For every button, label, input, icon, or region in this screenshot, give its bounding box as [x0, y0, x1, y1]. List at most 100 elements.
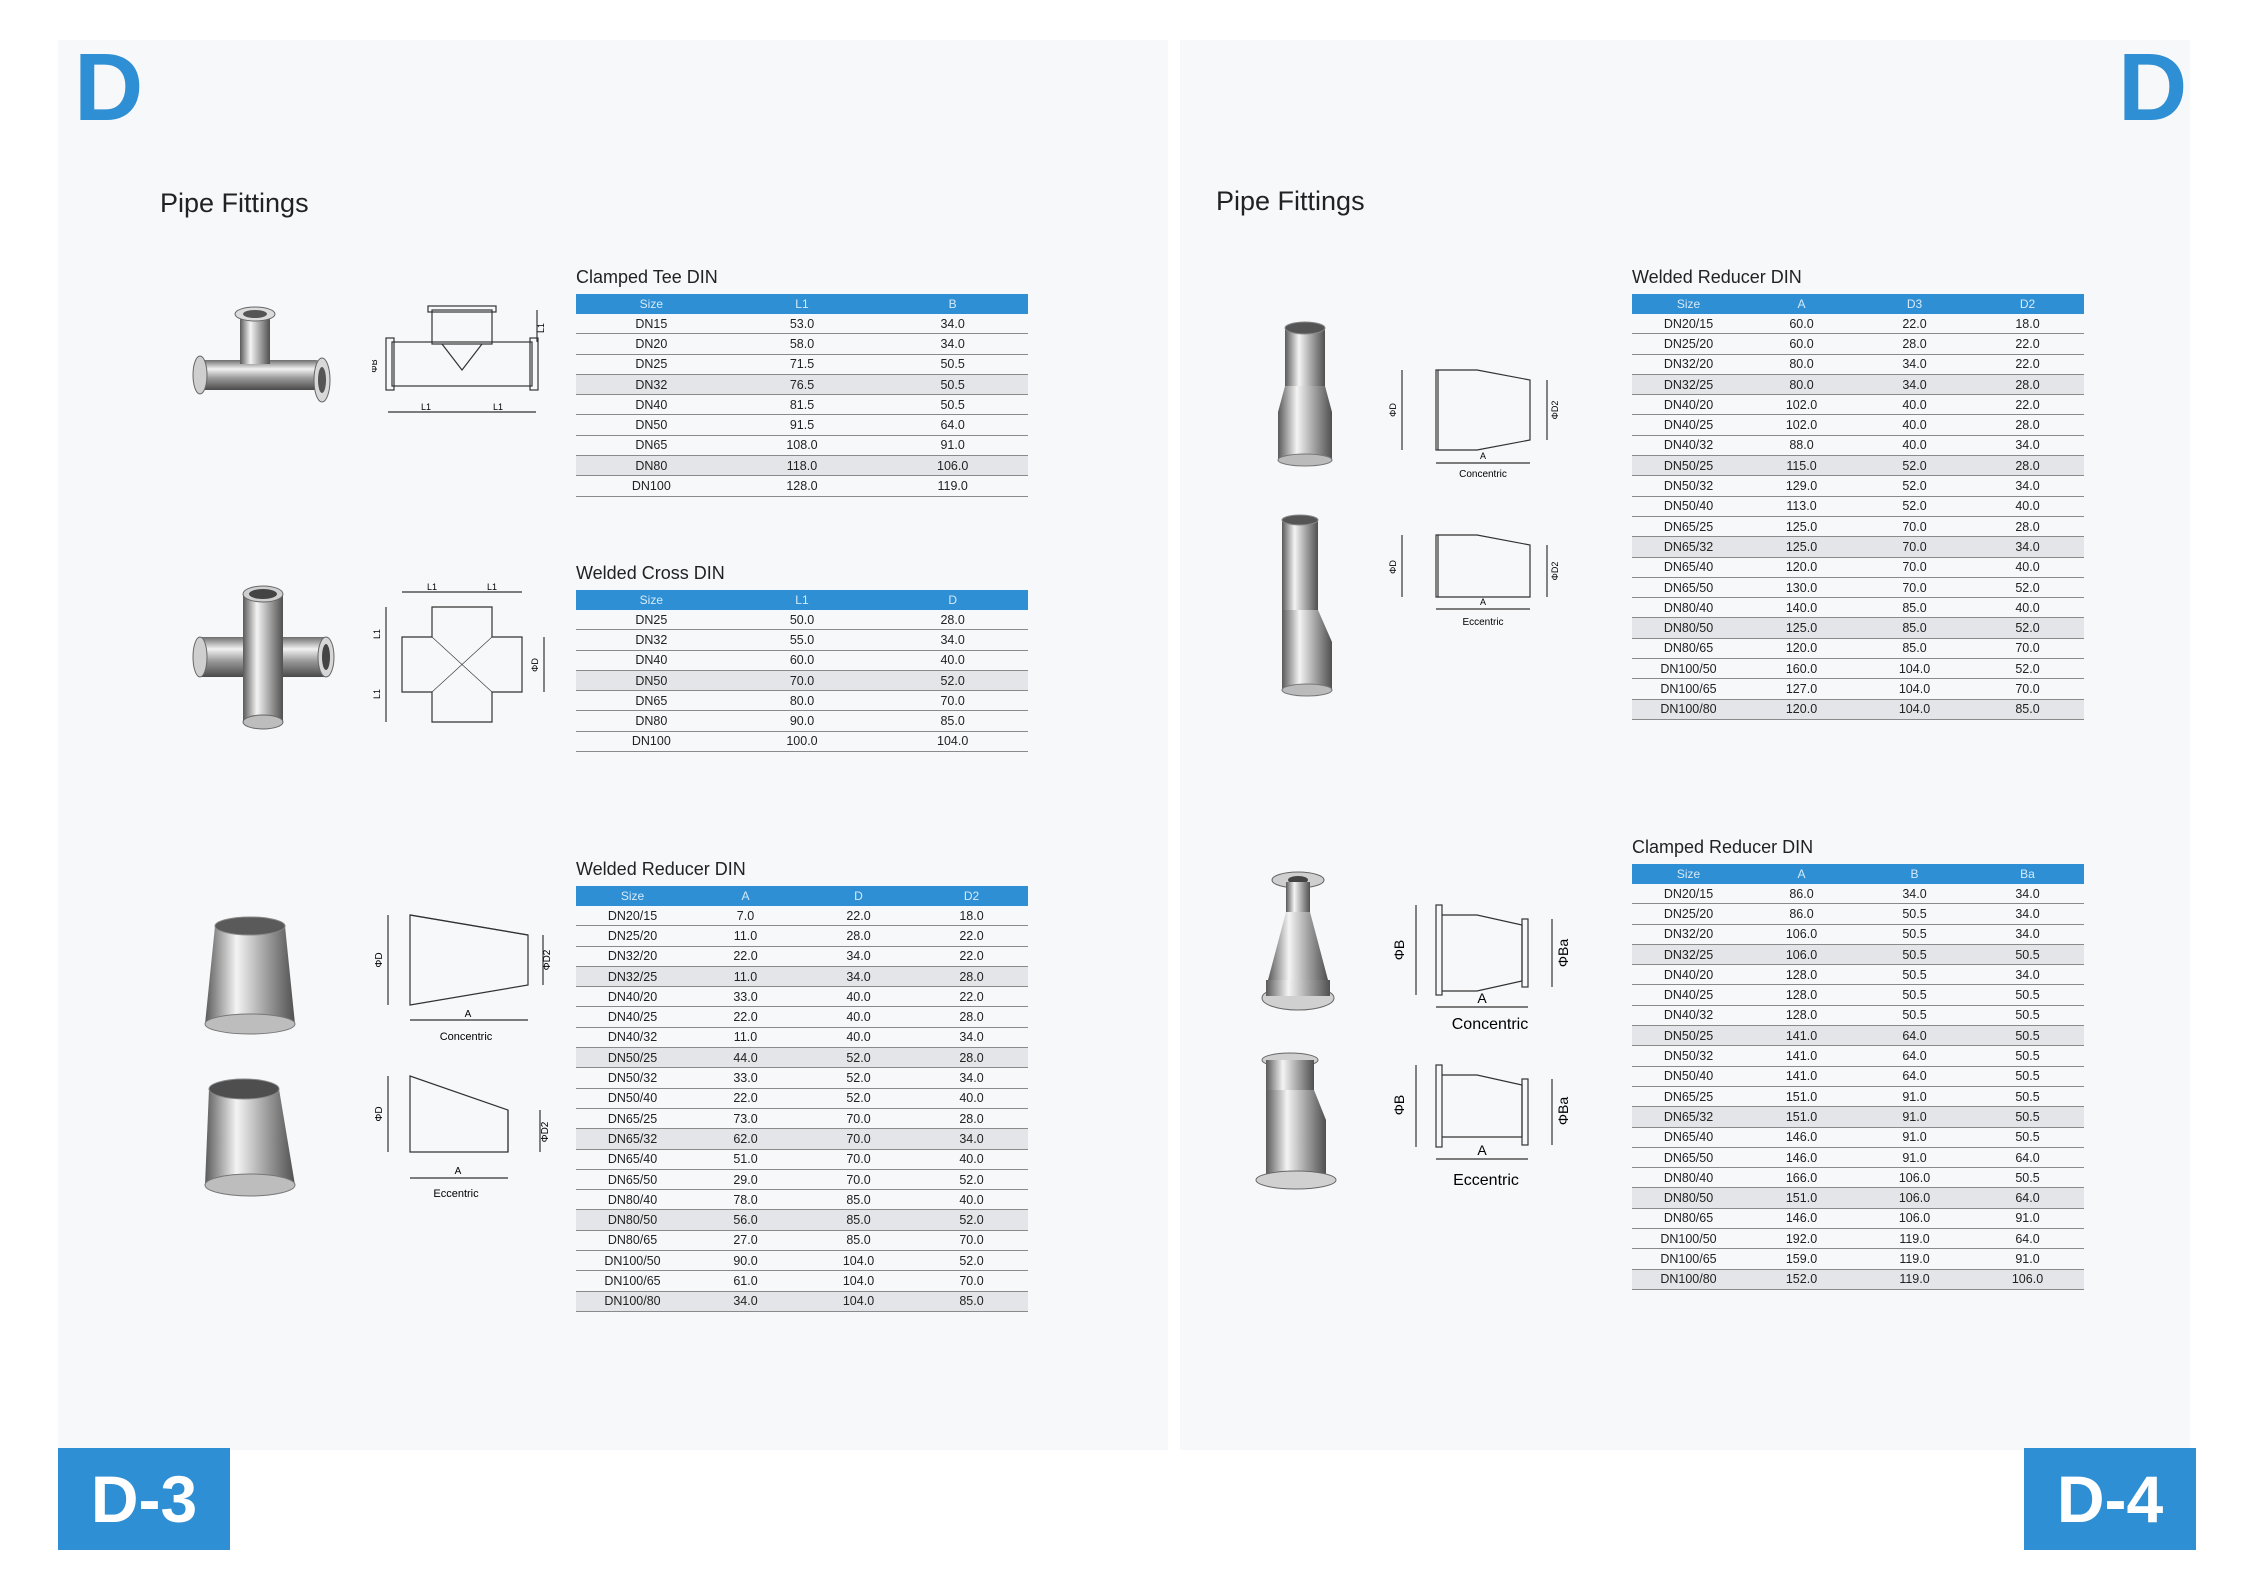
- column-header: Size: [576, 294, 727, 314]
- table-cell: DN65/50: [576, 1169, 689, 1191]
- table-cell: 11.0: [689, 925, 802, 947]
- table-cell: 91.5: [726, 414, 878, 436]
- table-cell: 106.0: [1858, 1167, 1971, 1189]
- column-header: D2: [1971, 294, 2084, 314]
- right-concentric-d2-label: ΦD2: [1550, 401, 1560, 420]
- table-cell: 106.0: [1858, 1208, 1971, 1230]
- clamped-eccentric-caption: Eccentric: [1453, 1172, 1519, 1189]
- right-welded-reducer-title: Welded Reducer DIN: [1632, 267, 1802, 287]
- table-cell: DN65/32: [1632, 536, 1745, 558]
- left-eccentric-d-label: ΦD: [374, 1106, 385, 1121]
- table-cell: 34.0: [802, 966, 915, 988]
- table-cell: 34.0: [1971, 924, 2084, 945]
- table-cell: 55.0: [726, 629, 878, 651]
- table-cell: DN50: [576, 414, 727, 436]
- left-page-title: Pipe Fittings: [160, 188, 309, 218]
- table-cell: 52.0: [1858, 475, 1971, 497]
- table-cell: DN100: [576, 731, 727, 753]
- table-cell: DN65/50: [1632, 577, 1745, 599]
- table-cell: 34.0: [877, 314, 1028, 335]
- table-cell: 22.0: [689, 1006, 802, 1028]
- table-cell: DN100/80: [576, 1291, 689, 1312]
- table-cell: 85.0: [915, 1291, 1028, 1312]
- table-cell: 64.0: [1858, 1025, 1971, 1047]
- table-cell: DN80/50: [576, 1209, 689, 1231]
- table-cell: 33.0: [689, 986, 802, 1008]
- table-cell: 128.0: [726, 475, 878, 497]
- table-cell: DN32/20: [1632, 924, 1745, 945]
- table-cell: DN40/20: [1632, 964, 1745, 986]
- column-header: Size: [1632, 294, 1745, 314]
- column-header: A: [1745, 294, 1858, 314]
- column-header: Ba: [1971, 864, 2084, 884]
- column-header: A: [689, 886, 802, 906]
- table-cell: 128.0: [1745, 964, 1858, 986]
- clamped-eccentric-ba-label: ΦBa: [1555, 1097, 1571, 1126]
- table-cell: DN40/32: [1632, 1005, 1745, 1027]
- table-cell: 22.0: [1971, 333, 2084, 355]
- table-cell: 40.0: [877, 650, 1028, 671]
- table-cell: DN65: [576, 435, 727, 457]
- table-cell: DN100/65: [1632, 678, 1745, 700]
- table-cell: 108.0: [726, 435, 878, 457]
- table-cell: 70.0: [802, 1149, 915, 1170]
- table-cell: 130.0: [1745, 577, 1858, 599]
- table-cell: 50.5: [1971, 1025, 2084, 1047]
- table-cell: 34.0: [689, 1291, 802, 1312]
- table-cell: DN32/25: [576, 966, 689, 988]
- left-eccentric-caption: Eccentric: [433, 1188, 479, 1200]
- table-cell: DN25: [576, 354, 727, 375]
- table-cell: 104.0: [877, 731, 1028, 753]
- table-cell: DN40/25: [576, 1006, 689, 1028]
- table-cell: 40.0: [1858, 435, 1971, 457]
- eccentric-reducer-drawing: ΦD ΦD2 A Eccentric: [374, 1075, 551, 1200]
- table-cell: 40.0: [802, 1006, 915, 1028]
- table-cell: 140.0: [1745, 597, 1858, 619]
- table-cell: 34.0: [1971, 475, 2084, 497]
- table-cell: 120.0: [1745, 557, 1858, 578]
- table-cell: DN100/80: [1632, 699, 1745, 720]
- table-cell: 28.0: [802, 925, 915, 947]
- column-header: Size: [576, 886, 689, 906]
- table-cell: 91.0: [1858, 1147, 1971, 1169]
- table-cell: 160.0: [1745, 658, 1858, 680]
- table-cell: 85.0: [802, 1189, 915, 1211]
- table-cell: 90.0: [726, 710, 878, 732]
- table-cell: DN32: [576, 629, 727, 651]
- table-cell: 106.0: [1971, 1269, 2084, 1290]
- table-cell: 104.0: [1858, 699, 1971, 720]
- table-cell: 29.0: [689, 1169, 802, 1191]
- table-cell: DN80: [576, 455, 727, 477]
- table-cell: 80.0: [1745, 374, 1858, 396]
- table-cell: DN40/32: [1632, 435, 1745, 457]
- table-cell: 50.5: [1971, 1106, 2084, 1128]
- table-cell: 28.0: [877, 610, 1028, 631]
- table-cell: 40.0: [1971, 597, 2084, 619]
- table-cell: 22.0: [1971, 394, 2084, 416]
- table-cell: 50.5: [877, 354, 1028, 375]
- table-cell: DN25/20: [1632, 333, 1745, 355]
- table-cell: DN65/40: [1632, 557, 1745, 578]
- table-cell: 119.0: [1858, 1248, 1971, 1270]
